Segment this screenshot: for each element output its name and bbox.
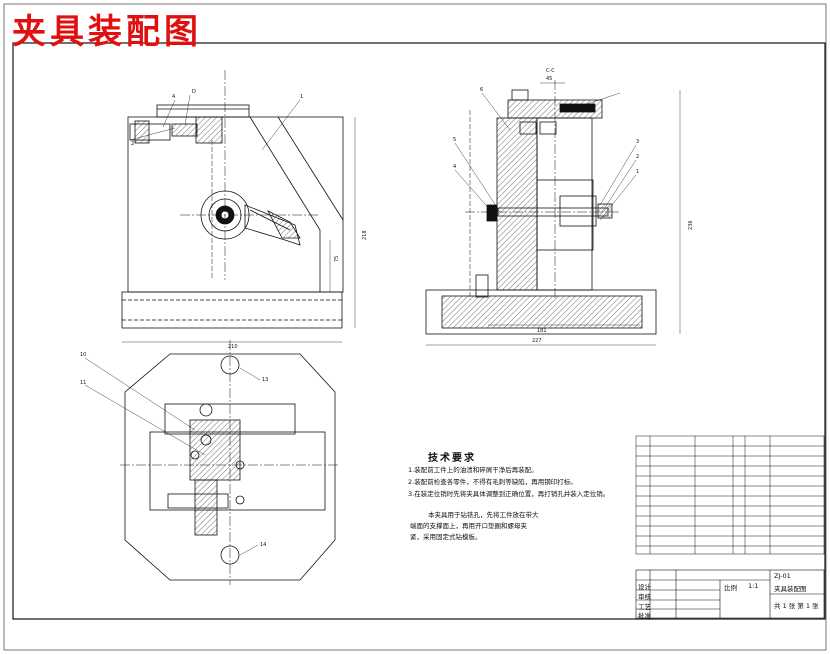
inner-frame: [12, 42, 826, 620]
titleblock-sheet: 共 1 张 第 1 张: [774, 602, 819, 610]
bom-table: [635, 435, 825, 555]
tech-requirements-heading: 技术要求: [428, 453, 476, 464]
balloon-bottom-4: 14: [260, 542, 266, 548]
balloon-right-4: 3: [636, 139, 639, 145]
balloon-right-3: 4: [453, 164, 456, 170]
balloon-bottom-3: 13: [262, 377, 268, 383]
drawing-title: 夹具装配图: [12, 12, 202, 52]
balloon-right-6: 1: [636, 169, 639, 175]
dim-top-right-width: 227: [532, 338, 542, 344]
tech-para-2: 端面的支撑面上，再用开口垫圈和螺母夹: [410, 522, 527, 530]
outer-frame: [3, 3, 827, 651]
titleblock-scale-label: 比例: [724, 584, 737, 592]
tech-line-1: 1.装配前工件上的油渍和碎屑干净后再装配。: [408, 466, 538, 474]
balloon-right-2: 5: [453, 137, 456, 143]
dim-top-right-inner: 181: [537, 328, 547, 334]
balloon-right-1: 6: [480, 87, 483, 93]
dim-top-left-width: 210: [228, 344, 238, 350]
dim-top-right-height: 236: [688, 220, 694, 230]
titleblock-approve: 批准: [638, 612, 651, 620]
titleblock-scale: 1:1: [748, 582, 759, 590]
titleblock-drawing-no: ZJ-01: [774, 572, 791, 580]
balloon-bottom-1: 10: [80, 352, 86, 358]
titleblock-checker: 审核: [638, 593, 651, 601]
dim-top-right-top: 45: [546, 76, 552, 82]
section-view: [425, 80, 681, 346]
balloon-bottom-2: 11: [80, 380, 86, 386]
balloon-left-2: D: [192, 89, 196, 95]
top-view: [84, 340, 340, 585]
titleblock-designer: 设计: [638, 583, 651, 591]
titleblock-drawing-name: 夹具装配图: [774, 585, 807, 593]
tech-line-2: 2.装配前检查各零件，不得有毛刺等缺陷，再用钢印打标。: [408, 478, 577, 486]
tech-line-3: 3.在装定位销时先将夹具体调整到正确位置，再打销孔并装入定位销。: [408, 490, 610, 498]
titleblock-process: 工艺: [638, 603, 651, 611]
section-label: C-C: [546, 68, 555, 74]
balloon-left-1: 4: [172, 94, 175, 100]
balloon-left-4: 1: [300, 94, 303, 100]
balloon-left-3: 2: [131, 141, 134, 147]
tech-para-1: 本夹具用于钻铣孔，先将工件放在带大: [428, 511, 539, 519]
dim-top-left-height: 218: [362, 230, 368, 240]
title-block: [635, 569, 825, 619]
dim-top-left-inner: 75: [334, 256, 340, 262]
balloon-right-5: 2: [636, 154, 639, 160]
tech-para-3: 紧，采用固定式钻模板。: [410, 533, 482, 541]
front-view: [121, 70, 356, 343]
